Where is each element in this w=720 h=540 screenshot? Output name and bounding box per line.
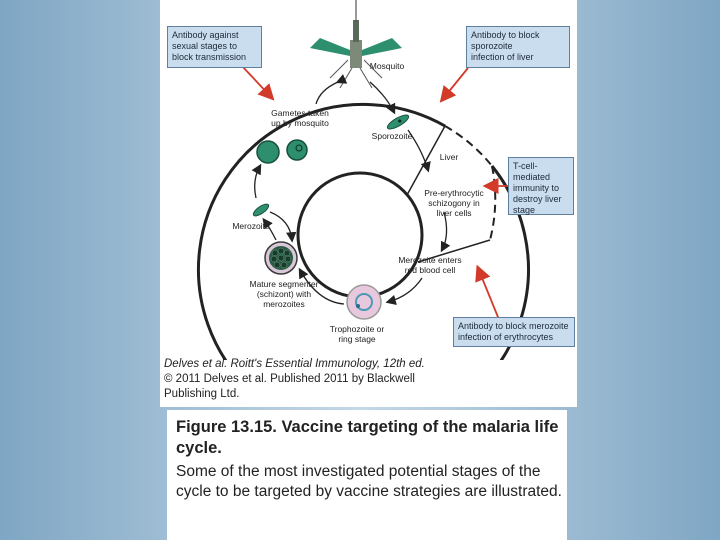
ring-stage-icon (346, 284, 382, 320)
malaria-life-cycle-diagram (197, 0, 530, 360)
liver-divider-top (406, 125, 446, 196)
caption-title: Figure 13.15. Vaccine targeting of the m… (176, 418, 559, 457)
target-box-merozoite: Antibody to block merozoite infection of… (453, 317, 575, 347)
caption-body: Some of the most investigated potential … (176, 463, 562, 500)
arrow-ring-to-schizont (298, 267, 345, 305)
outer-cycle-dashed-arc (444, 125, 493, 167)
sporozoite-icon (386, 114, 410, 130)
arrow-to-ring-stage (385, 277, 423, 305)
red-arrow-sporozoite (439, 67, 469, 103)
label-trophozoite: Trophozoite or ring stage (329, 324, 385, 344)
arrow-mosquito-to-sporozoite (369, 81, 396, 115)
label-mosquito: Mosquito (369, 61, 405, 71)
credit-line-2: © 2011 Delves et al. Published 2011 by B… (164, 373, 415, 385)
caption-panel: Figure 13.15. Vaccine targeting of the m… (167, 410, 567, 540)
credit-line-1: Delves et al. Roitt's Essential Immunolo… (164, 358, 425, 370)
label-sporozoite: Sporozoite (371, 131, 413, 141)
credit-line-3: Publishing Ltd. (164, 388, 240, 400)
label-mature-segmenter: Mature segmenter (schizont) with merozoi… (249, 279, 319, 309)
schizont-icon (264, 241, 298, 275)
red-arrow-merozoite (475, 264, 501, 323)
arrow-merozoite-to-gametes (251, 163, 262, 199)
arrow-liver-to-merozoite (440, 211, 451, 253)
red-arrow-sexual-stage (241, 65, 275, 101)
figure-credit: Delves et al. Roitt's Essential Immunolo… (164, 357, 564, 402)
label-merozoite-enters: Merozoite enters red blood cell (398, 255, 462, 275)
arrow-sporozoite-to-liver (407, 129, 431, 173)
target-box-liver-stage: T-cell-mediated immunity to destroy live… (508, 157, 574, 215)
target-box-sexual-stages: Antibody against sexual stages to block … (167, 26, 262, 68)
label-gametes: Gametes taken up by mosquito (271, 108, 329, 128)
liver-divider-bottom (417, 239, 491, 263)
arrow-mosquito-to-gametes (315, 74, 348, 105)
outer-cycle-ring (197, 102, 530, 360)
label-pre-erythrocytic: Pre-erythrocytic schizogony in liver cel… (424, 188, 484, 218)
label-liver: Liver (439, 152, 459, 162)
merozoite-icon (252, 203, 270, 217)
gametes-icon (256, 139, 308, 164)
target-box-sporozoite: Antibody to block sporozoite infection o… (466, 26, 570, 68)
outer-cycle-dashed-arc-lower (489, 165, 497, 241)
mosquito-icon (310, 0, 402, 89)
arrow-schizont-to-merozoite (262, 217, 277, 241)
arrow-merozoite-to-schizont (269, 211, 297, 243)
label-merozoite: Merozoite (232, 221, 270, 231)
figure-panel: Antibody against sexual stages to block … (160, 0, 577, 407)
